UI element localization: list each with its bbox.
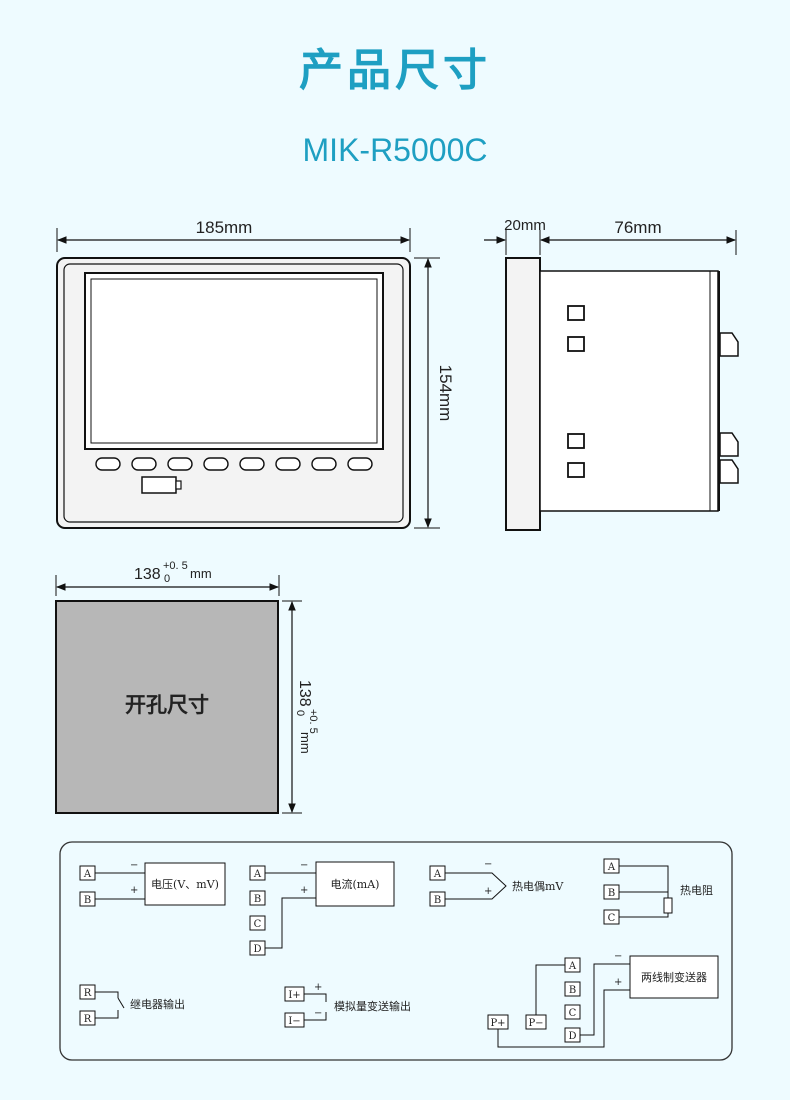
sign-plus: + — [300, 885, 308, 896]
relay-label: 继电器输出 — [130, 997, 185, 1011]
terminal-label: B — [608, 888, 615, 899]
terminal-label: D — [568, 1031, 576, 1042]
terminal-label: A — [83, 869, 92, 880]
sign-minus: − — [300, 860, 308, 871]
terminal-label: B — [434, 895, 441, 906]
sign-minus: − — [484, 859, 492, 870]
body-depth-label: 76mm — [614, 218, 661, 237]
cutout-view: 138 +0. 5 0 mm 开孔尺寸 138 +0. 5 0 mm — [55, 560, 319, 814]
sign-plus: + — [614, 977, 622, 988]
side-bezel — [505, 257, 541, 531]
panel-button — [239, 457, 265, 471]
wiring-two-wire-transmitter: A B C D P+ P− − + 两线制变送器 — [487, 951, 719, 1048]
wiring-voltage: A B − + 电压(V、mV) — [79, 860, 226, 907]
wiring-box — [59, 841, 733, 1061]
cutout-width-tol-lower: 0 — [164, 573, 170, 585]
terminal-label: C — [569, 1008, 577, 1019]
side-slot — [567, 336, 585, 352]
cutout-label: 开孔尺寸 — [125, 692, 209, 717]
cutout-height-tol-upper: +0. 5 — [307, 709, 319, 734]
height-dimension-label: 154mm — [436, 365, 455, 422]
terminal-label: I− — [288, 1016, 300, 1027]
sign-plus: + — [314, 982, 322, 993]
current-label: 电流(mA) — [331, 877, 380, 891]
power-terminal-label: P− — [528, 1018, 543, 1029]
panel-button — [95, 457, 121, 471]
voltage-label: 电压(V、mV) — [151, 878, 219, 891]
terminal-label: A — [433, 869, 442, 880]
cutout-width-base: 138 — [134, 566, 161, 583]
terminal-label: B — [254, 894, 261, 905]
terminal-label: A — [607, 862, 616, 873]
bezel-depth-label: 20mm — [504, 217, 546, 234]
front-buttons — [95, 457, 373, 471]
wiring-diagram-panel: A B − + 电压(V、mV) A B C D − + 电流(mA) — [59, 841, 733, 1061]
wiring-rtd: A B C 热电阻 — [603, 858, 713, 925]
sign-plus: + — [130, 885, 138, 896]
side-slot — [567, 433, 585, 449]
wiring-relay: R R 继电器输出 — [79, 984, 185, 1026]
side-slot — [567, 462, 585, 478]
page-title: 产品尺寸 — [299, 45, 491, 96]
two-wire-label: 两线制变送器 — [641, 970, 707, 984]
rtd-label: 热电阻 — [680, 884, 713, 897]
display-screen — [84, 272, 384, 450]
wiring-current: A B C D − + 电流(mA) — [249, 860, 395, 956]
side-slot — [567, 305, 585, 321]
cutout-width-tol-upper: +0. 5 — [163, 560, 188, 572]
terminal-label: B — [84, 895, 91, 906]
usb-port-icon — [141, 476, 182, 494]
terminal-label: B — [569, 985, 576, 996]
side-view: 20mm 76mm — [484, 217, 739, 531]
width-dimension-label: 185mm — [196, 218, 253, 237]
model-name: MIK-R5000C — [302, 132, 488, 168]
sign-minus: − — [130, 860, 138, 871]
wiring-thermocouple: A B − + 热电偶mV — [429, 859, 564, 907]
resistor-icon — [663, 897, 673, 914]
rear-connector — [719, 332, 739, 484]
cutout-height-tol-lower: 0 — [294, 710, 306, 716]
panel-button — [131, 457, 157, 471]
side-body — [539, 270, 719, 512]
power-terminal-label: P+ — [490, 1018, 505, 1029]
terminal-label: C — [608, 913, 616, 924]
cutout-height-base: 138 — [296, 680, 313, 707]
terminal-label: A — [253, 869, 262, 880]
relay-switch-icon — [117, 997, 125, 1009]
sign-plus: + — [484, 886, 492, 897]
front-view: 185mm 154mm — [56, 218, 455, 529]
terminal-label: R — [84, 1014, 92, 1025]
panel-button — [347, 457, 373, 471]
analog-output-label: 模拟量变送输出 — [334, 999, 411, 1013]
thermocouple-label: 热电偶mV — [512, 880, 564, 893]
terminal-label: I+ — [288, 990, 300, 1001]
terminal-label: R — [84, 988, 92, 999]
cutout-width-unit: mm — [190, 566, 212, 581]
sign-minus: − — [614, 951, 622, 962]
terminal-label: D — [253, 944, 261, 955]
sign-minus: − — [314, 1008, 322, 1019]
panel-button — [203, 457, 229, 471]
cutout-rect — [55, 600, 279, 814]
cutout-height-unit: mm — [298, 732, 313, 754]
panel-button — [311, 457, 337, 471]
terminal-label: A — [568, 961, 577, 972]
terminal-label: C — [254, 919, 262, 930]
panel-button — [275, 457, 301, 471]
panel-button — [167, 457, 193, 471]
wiring-analog-output: I+ I− + − 模拟量变送输出 — [284, 982, 411, 1028]
